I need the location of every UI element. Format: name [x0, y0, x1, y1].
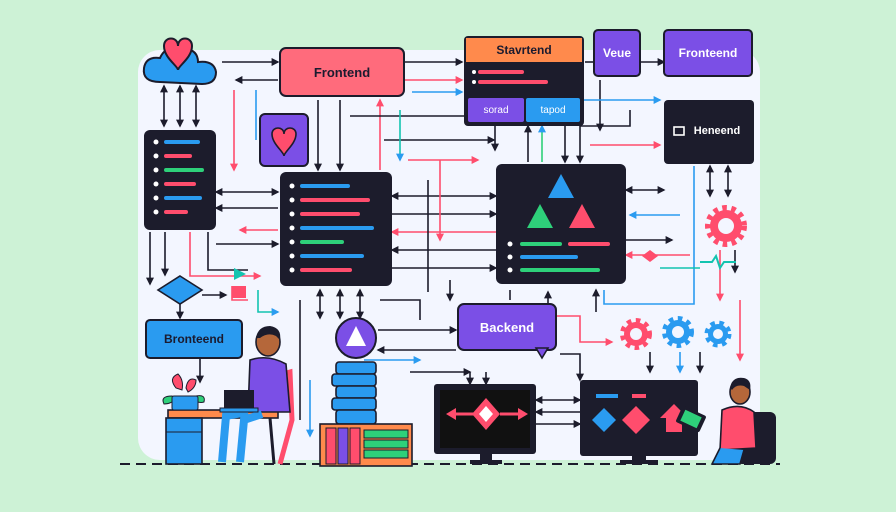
triangle-logo-icon: [335, 317, 377, 359]
book-stack: [331, 361, 377, 425]
small-diamond-icon: [642, 250, 658, 262]
small-square-icon: [232, 286, 246, 298]
gear-row: [620, 316, 732, 350]
monitor-icon: [434, 384, 536, 464]
laptop-icon: [219, 390, 259, 413]
backend-label: Backend: [479, 319, 535, 335]
diamond-icon: [156, 275, 204, 305]
person-with-tablet: [710, 377, 776, 465]
stavrtend-window: [464, 36, 584, 126]
frontend-box-top: [279, 47, 405, 97]
tapod-label: tapod: [540, 104, 566, 116]
backend-bubble: [457, 303, 557, 360]
heart-icon: [259, 113, 309, 167]
bronteend-box: [145, 319, 243, 359]
bronteend-label: Bronteend: [164, 332, 224, 346]
code-window-left: [144, 130, 216, 230]
gear-icon: [705, 205, 747, 247]
monitor-right-icon: [580, 380, 698, 464]
code-window-right: [496, 164, 626, 284]
sorad-label: sorad: [483, 104, 509, 116]
connector-lines: [146, 58, 744, 438]
pulse-line: [700, 253, 736, 271]
frontend-label-right: Fronteend: [678, 46, 738, 60]
heart-cloud-icon: [142, 37, 218, 86]
flower-pot-icon: [162, 373, 205, 411]
heneend-box: [664, 100, 754, 164]
stavrtend-label: Stavrtend: [496, 43, 552, 57]
vue-box: [593, 29, 641, 77]
play-arrow-icon: [234, 268, 246, 280]
frontend-label-top: Frontend: [313, 64, 371, 80]
binder-cabinet: [319, 423, 413, 467]
code-window-center: [280, 172, 392, 286]
person-at-desk: [165, 326, 295, 465]
frontend-box-right: [663, 29, 753, 77]
heneend-label: Heneend: [693, 125, 741, 137]
tablet-icon: [676, 406, 706, 432]
vue-label: Veue: [602, 46, 632, 60]
